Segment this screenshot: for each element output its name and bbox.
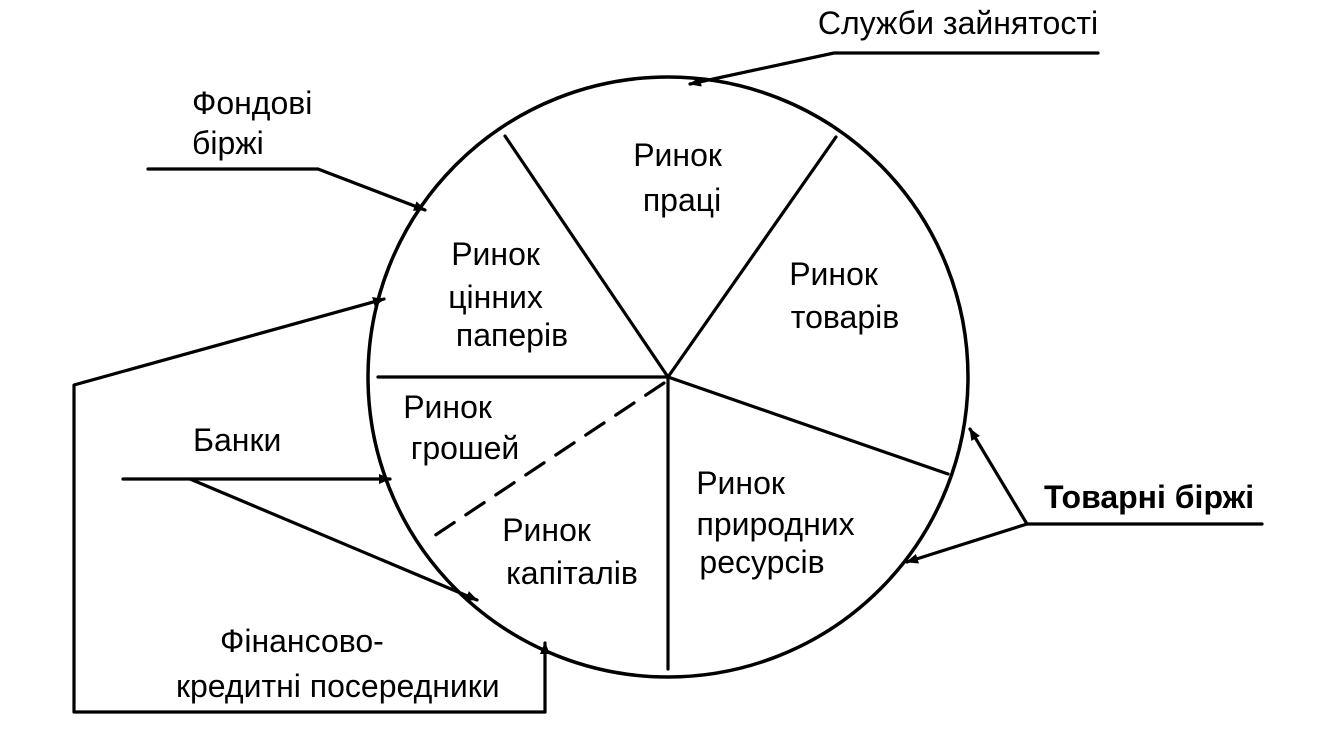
arrow-stock-exchanges (146, 167, 427, 212)
segment-money-line-2: грошей (411, 430, 520, 466)
segment-natural-resources: Ринок природних ресурсів (696, 465, 863, 580)
divider-money-capital-dashed (423, 381, 666, 544)
arrow-employment-services (688, 51, 1100, 87)
segment-capital-line-2: капіталів (506, 555, 638, 591)
segment-securities-line-2: цінних (448, 279, 543, 315)
divider-securities-labour (503, 134, 670, 379)
line-financial-intermediaries-bracket (72, 297, 547, 714)
segment-money-line-1: Ринок (403, 389, 493, 425)
label-financial-intermediaries-line-2: кредитні посередники (176, 668, 500, 704)
arrow-commodity-to-goods (968, 427, 1029, 526)
segment-labour-line-1: Ринок (633, 137, 723, 173)
divider-goods-natural (666, 375, 950, 476)
segment-capital-line-1: Ринок (502, 512, 592, 548)
label-stock-exchanges: Фондові біржі (192, 85, 321, 161)
label-employment-services: Служби зайнятості (818, 5, 1098, 41)
segment-securities-line-1: Ринок (451, 236, 541, 272)
segment-labour: Ринок праці (633, 137, 731, 218)
label-banks: Банки (193, 422, 281, 458)
segment-goods-line-2: товарів (791, 299, 899, 335)
label-stock-exchanges-line-2: біржі (192, 125, 264, 161)
arrow-commodity-to-natural (905, 522, 1029, 564)
segment-natural-line-1: Ринок (696, 465, 786, 501)
segment-securities: Ринок цінних паперів (448, 236, 568, 353)
arrow-banks-to-capital (188, 477, 479, 602)
segment-labour-line-2: праці (643, 182, 721, 218)
segment-money: Ринок грошей (403, 389, 519, 466)
divider-labour-goods (666, 135, 838, 379)
segment-goods-line-1: Ринок (789, 256, 879, 292)
segment-natural-line-3: ресурсів (699, 544, 824, 580)
segment-natural-line-2: природних (697, 506, 855, 542)
segment-securities-line-3: паперів (456, 317, 568, 353)
label-financial-intermediaries-line-1: Фінансово- (220, 623, 384, 659)
label-commodity-exchanges: Товарні біржі (1044, 479, 1254, 515)
label-financial-intermediaries: Фінансово- кредитні посередники (176, 623, 500, 704)
segment-capital: Ринок капіталів (502, 512, 638, 591)
label-stock-exchanges-line-1: Фондові (192, 85, 312, 121)
segment-goods: Ринок товарів (789, 256, 899, 335)
